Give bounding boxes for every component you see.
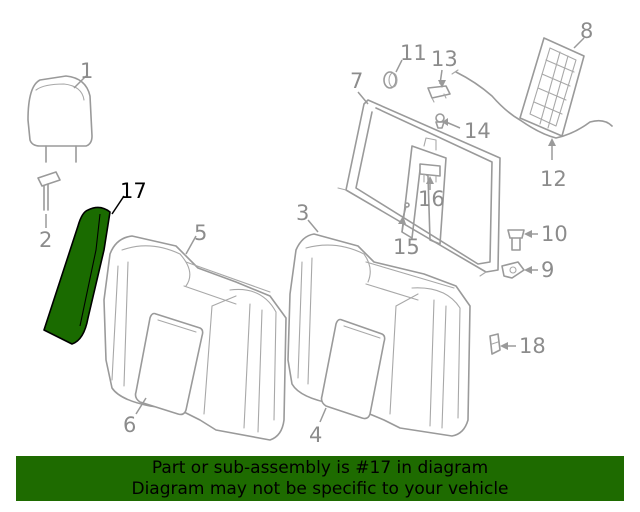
callout-14: 14 xyxy=(464,119,491,143)
banner-line-2: Diagram may not be specific to your vehi… xyxy=(131,479,509,499)
callout-12: 12 xyxy=(540,167,567,191)
callout-1: 1 xyxy=(80,59,93,83)
bracket-part xyxy=(501,261,525,279)
seatback-frame-part xyxy=(337,99,501,277)
info-banner: Part or sub-assembly is #17 in diagram D… xyxy=(16,456,624,501)
small-clip-part xyxy=(489,333,501,355)
headrest-part xyxy=(27,75,93,163)
right-pad-part xyxy=(320,318,386,420)
latch-part xyxy=(419,163,441,183)
release-cable-part xyxy=(451,69,613,139)
callout-8: 8 xyxy=(580,19,593,43)
callout-9: 9 xyxy=(541,258,554,282)
trim-panel-part xyxy=(519,37,585,137)
screw-part xyxy=(507,229,525,251)
callout-17: 17 xyxy=(120,179,147,203)
clip-part xyxy=(427,85,451,103)
callout-2: 2 xyxy=(39,228,52,252)
callout-5: 5 xyxy=(194,221,207,245)
callout-3: 3 xyxy=(296,201,309,225)
callout-11: 11 xyxy=(400,41,427,65)
callout-16: 16 xyxy=(418,187,445,211)
headrest-guide-part xyxy=(37,171,61,211)
callout-18: 18 xyxy=(519,334,546,358)
side-bolster-part-17 xyxy=(43,206,111,345)
callout-4: 4 xyxy=(309,423,322,447)
callout-7: 7 xyxy=(350,69,363,93)
bolt-part xyxy=(435,113,445,129)
callout-10: 10 xyxy=(541,222,568,246)
left-pad-part xyxy=(134,312,204,416)
callout-15: 15 xyxy=(393,235,420,259)
parts-diagram: 1 2 17 5 6 xyxy=(27,19,613,447)
callout-6: 6 xyxy=(123,413,136,437)
callout-13: 13 xyxy=(431,47,458,71)
cap-part xyxy=(383,71,398,89)
banner-line-1: Part or sub-assembly is #17 in diagram xyxy=(151,458,489,478)
